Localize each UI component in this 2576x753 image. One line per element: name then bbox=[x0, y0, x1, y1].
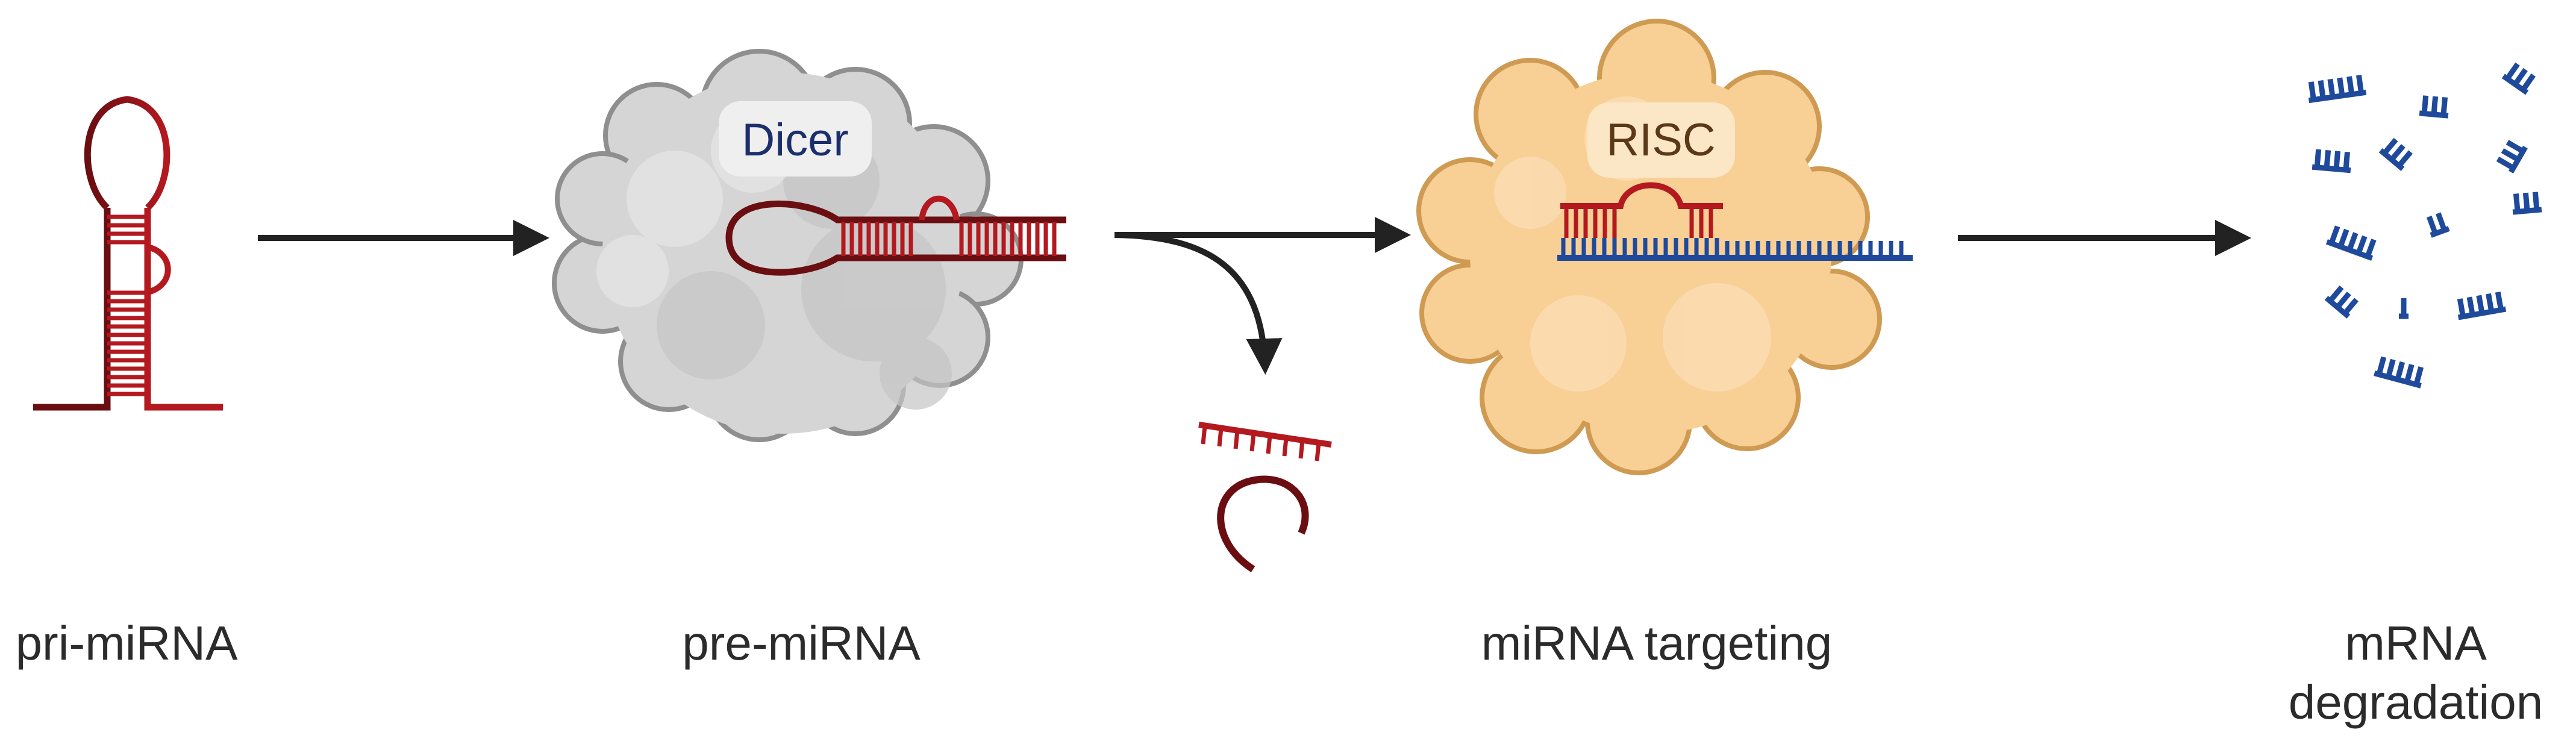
base-pair-rung bbox=[1249, 433, 1256, 452]
mrna-fragment bbox=[2378, 137, 2413, 171]
base-pair-rung bbox=[1266, 435, 1272, 454]
mrna-fragment bbox=[2374, 356, 2424, 389]
mrna-fragment bbox=[2496, 140, 2528, 174]
risc-complex: RISC bbox=[1416, 19, 1913, 475]
released-loop bbox=[1217, 475, 1309, 573]
mrna-fragment bbox=[2426, 212, 2450, 238]
mrna-fragment bbox=[2324, 285, 2359, 319]
branch-arrow bbox=[1114, 232, 1283, 375]
base-pair-rung bbox=[1233, 430, 1240, 449]
base-pair-rung bbox=[1282, 437, 1289, 457]
mirna-guide-strand bbox=[1560, 182, 1723, 238]
mrna-fragment bbox=[2325, 225, 2377, 261]
base-pair-rung bbox=[1298, 440, 1305, 459]
dicer-complex: Dicer bbox=[552, 49, 1066, 442]
mrna-fragment bbox=[2308, 75, 2367, 104]
base-pair-rung bbox=[1201, 425, 1207, 445]
pre-mirna-in-dicer bbox=[725, 195, 1066, 276]
mrna-fragment bbox=[2512, 192, 2542, 215]
label-mirna-targeting: miRNA targeting bbox=[1481, 616, 1833, 670]
pri-mirna-hairpin bbox=[33, 96, 223, 411]
degraded-mrna-fragments bbox=[2308, 62, 2542, 389]
mrna-fragment bbox=[2419, 95, 2449, 119]
dicer-label-box bbox=[719, 101, 872, 177]
risc-label-box bbox=[1587, 102, 1735, 178]
base-pair-rung bbox=[1217, 428, 1224, 447]
mrna-fragment bbox=[2399, 298, 2409, 319]
dicer-label: Dicer bbox=[742, 114, 848, 166]
risc-label: RISC bbox=[1606, 114, 1716, 166]
label-pre-mirna: pre-miRNA bbox=[682, 616, 921, 670]
base-pair-rung bbox=[1315, 442, 1321, 461]
label-mrna-degradation-line2: degradation bbox=[2288, 675, 2543, 729]
label-pri-mirna: pri-miRNA bbox=[15, 616, 238, 670]
target-mrna-strand bbox=[1557, 238, 1913, 261]
mrna-fragment bbox=[2312, 149, 2351, 173]
label-mrna-degradation-line1: mRNA bbox=[2345, 616, 2487, 670]
mrna-fragment bbox=[2457, 292, 2507, 320]
released-duplex-strand bbox=[1198, 422, 1332, 461]
mrna-fragment bbox=[2501, 62, 2536, 95]
